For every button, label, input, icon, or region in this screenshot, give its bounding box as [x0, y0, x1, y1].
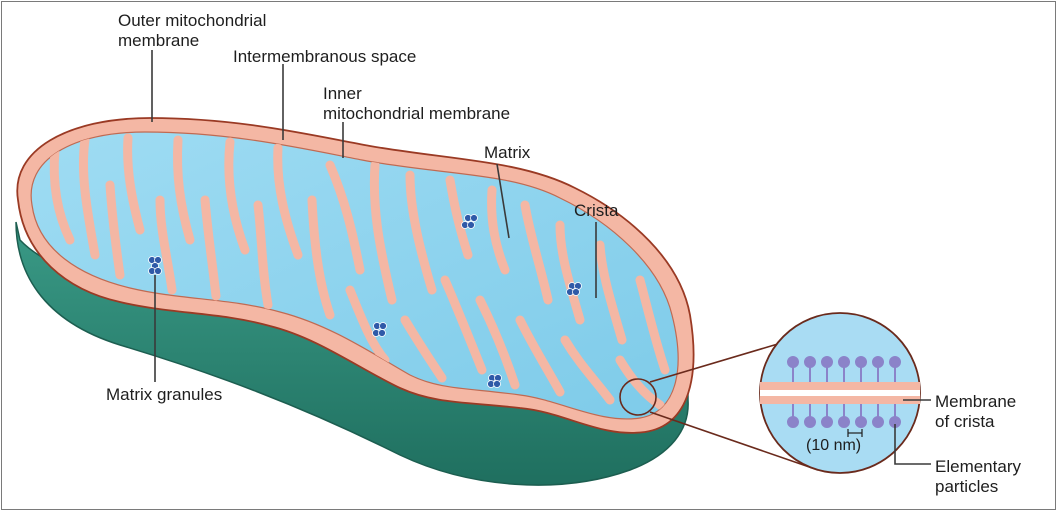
label-scale: (10 nm) — [806, 437, 861, 455]
label-outer-membrane: Outer mitochondrial membrane — [118, 11, 266, 51]
label-inner-membrane: Inner mitochondrial membrane — [323, 84, 510, 124]
label-matrix-granules: Matrix granules — [106, 385, 222, 405]
label-elementary-particles: Elementary particles — [935, 457, 1021, 497]
label-intermembranous-space: Intermembranous space — [233, 47, 416, 67]
label-crista: Crista — [574, 201, 618, 221]
matrix-granule-3 — [567, 283, 582, 296]
label-membrane-of-crista: Membrane of crista — [935, 392, 1016, 432]
label-matrix: Matrix — [484, 143, 530, 163]
